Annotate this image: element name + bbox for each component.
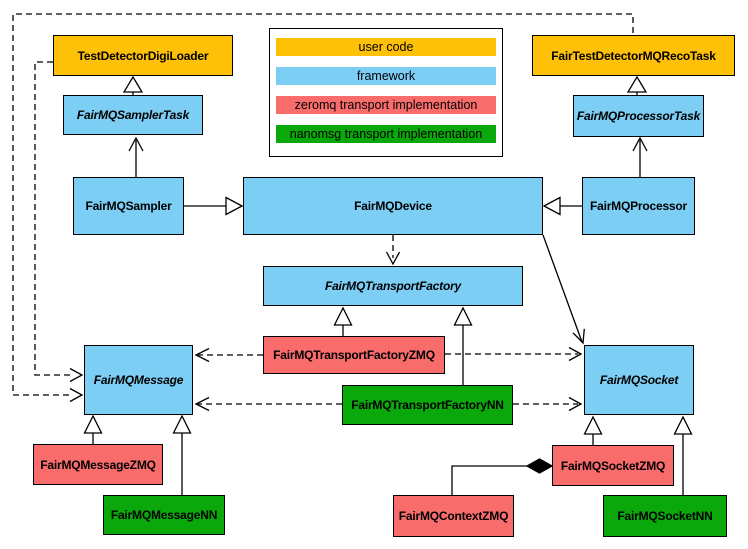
legend-label: framework — [356, 69, 416, 83]
node-label: FairMQSocket — [599, 373, 679, 387]
legend: user code framework zeromq transport imp… — [269, 28, 503, 157]
node-label: FairMQTransportFactoryZMQ — [273, 348, 435, 362]
node-label: FairMQProcessor — [589, 199, 688, 213]
node-label: FairMQMessageZMQ — [40, 457, 156, 472]
edge-device-transportfactory-dependency — [385, 235, 401, 266]
node-label: TestDetectorDigiLoader — [77, 48, 209, 63]
node-label: FairMQContextZMQ — [398, 509, 509, 523]
edge-factorynn-factory-inheritance — [453, 306, 473, 385]
node-fairmq-socket-zmq: FairMQSocketZMQ — [552, 445, 674, 486]
edge-messagezmq-message-inheritance — [83, 414, 103, 444]
legend-item-zeromq: zeromq transport implementation — [276, 96, 496, 114]
edge-digiloader-to-message-dependency — [34, 61, 84, 383]
node-label: FairTestDetectorMQRecoTask — [551, 48, 716, 63]
edge-factorynn-socket-dependency — [513, 396, 583, 412]
edge-socketzmq-socket-inheritance — [583, 415, 603, 445]
node-fairmq-message-nn: FairMQMessageNN — [103, 495, 225, 535]
edge-device-socket-association — [542, 234, 585, 345]
node-fairmq-message: FairMQMessage — [84, 345, 193, 415]
legend-item-user-code: user code — [276, 38, 496, 56]
node-label: FairMQMessage — [93, 373, 184, 387]
node-label: FairMQSocketNN — [617, 509, 713, 523]
edge-factoryzmq-factory-inheritance — [333, 306, 353, 336]
node-label: FairMQDevice — [354, 199, 432, 213]
node-label: FairMQSamplerTask — [76, 108, 190, 122]
edge-socketnn-socket-inheritance — [673, 415, 693, 495]
legend-item-framework: framework — [276, 67, 496, 85]
edge-recotask-to-message-dependency — [12, 13, 634, 403]
node-fairmq-transport-factory-zmq: FairMQTransportFactoryZMQ — [263, 336, 445, 374]
node-fairmq-device: FairMQDevice — [243, 177, 543, 235]
node-fairmq-processor: FairMQProcessor — [582, 177, 695, 235]
node-label: FairMQSocketZMQ — [560, 458, 666, 473]
edge-processortask-recotask-inheritance — [626, 75, 648, 96]
edge-sampler-samplertask-association — [128, 136, 144, 177]
edge-sampler-device-inheritance — [184, 196, 244, 216]
node-label: FairMQSampler — [85, 199, 172, 213]
legend-label: user code — [358, 40, 414, 54]
node-fairmq-transport-factory: FairMQTransportFactory — [263, 266, 523, 306]
edge-messagenn-message-inheritance — [172, 414, 192, 495]
edge-processor-processortask-association — [632, 136, 648, 177]
node-fairmq-sampler-task: FairMQSamplerTask — [63, 95, 203, 135]
node-label: FairMQTransportFactoryNN — [351, 398, 504, 412]
edge-contextzmq-socketzmq-aggregation — [451, 458, 554, 495]
node-label: FairMQTransportFactory — [324, 279, 462, 293]
node-fairmq-transport-factory-nn: FairMQTransportFactoryNN — [342, 385, 513, 425]
edge-samplertask-digiloader-inheritance — [122, 75, 144, 96]
legend-label: nanomsg transport implementation — [289, 127, 483, 141]
node-fair-test-detector-mq-reco-task: FairTestDetectorMQRecoTask — [532, 35, 735, 76]
node-fairmq-context-zmq: FairMQContextZMQ — [393, 495, 514, 537]
legend-item-nanomsg: nanomsg transport implementation — [276, 125, 496, 143]
edge-processor-device-inheritance — [542, 196, 582, 216]
node-fairmq-sampler: FairMQSampler — [73, 177, 184, 235]
node-fairmq-processor-task: FairMQProcessorTask — [573, 95, 704, 137]
node-label: FairMQMessageNN — [110, 508, 218, 522]
node-test-detector-digi-loader: TestDetectorDigiLoader — [53, 35, 233, 76]
node-fairmq-message-zmq: FairMQMessageZMQ — [33, 444, 163, 485]
node-label: FairMQProcessorTask — [576, 109, 701, 123]
edge-factoryzmq-socket-dependency — [445, 346, 583, 362]
edge-factoryzmq-message-dependency — [194, 347, 263, 363]
node-fairmq-socket-nn: FairMQSocketNN — [603, 495, 727, 537]
node-fairmq-socket: FairMQSocket — [584, 345, 694, 415]
edge-factorynn-message-dependency — [194, 396, 342, 412]
legend-label: zeromq transport implementation — [294, 98, 478, 112]
